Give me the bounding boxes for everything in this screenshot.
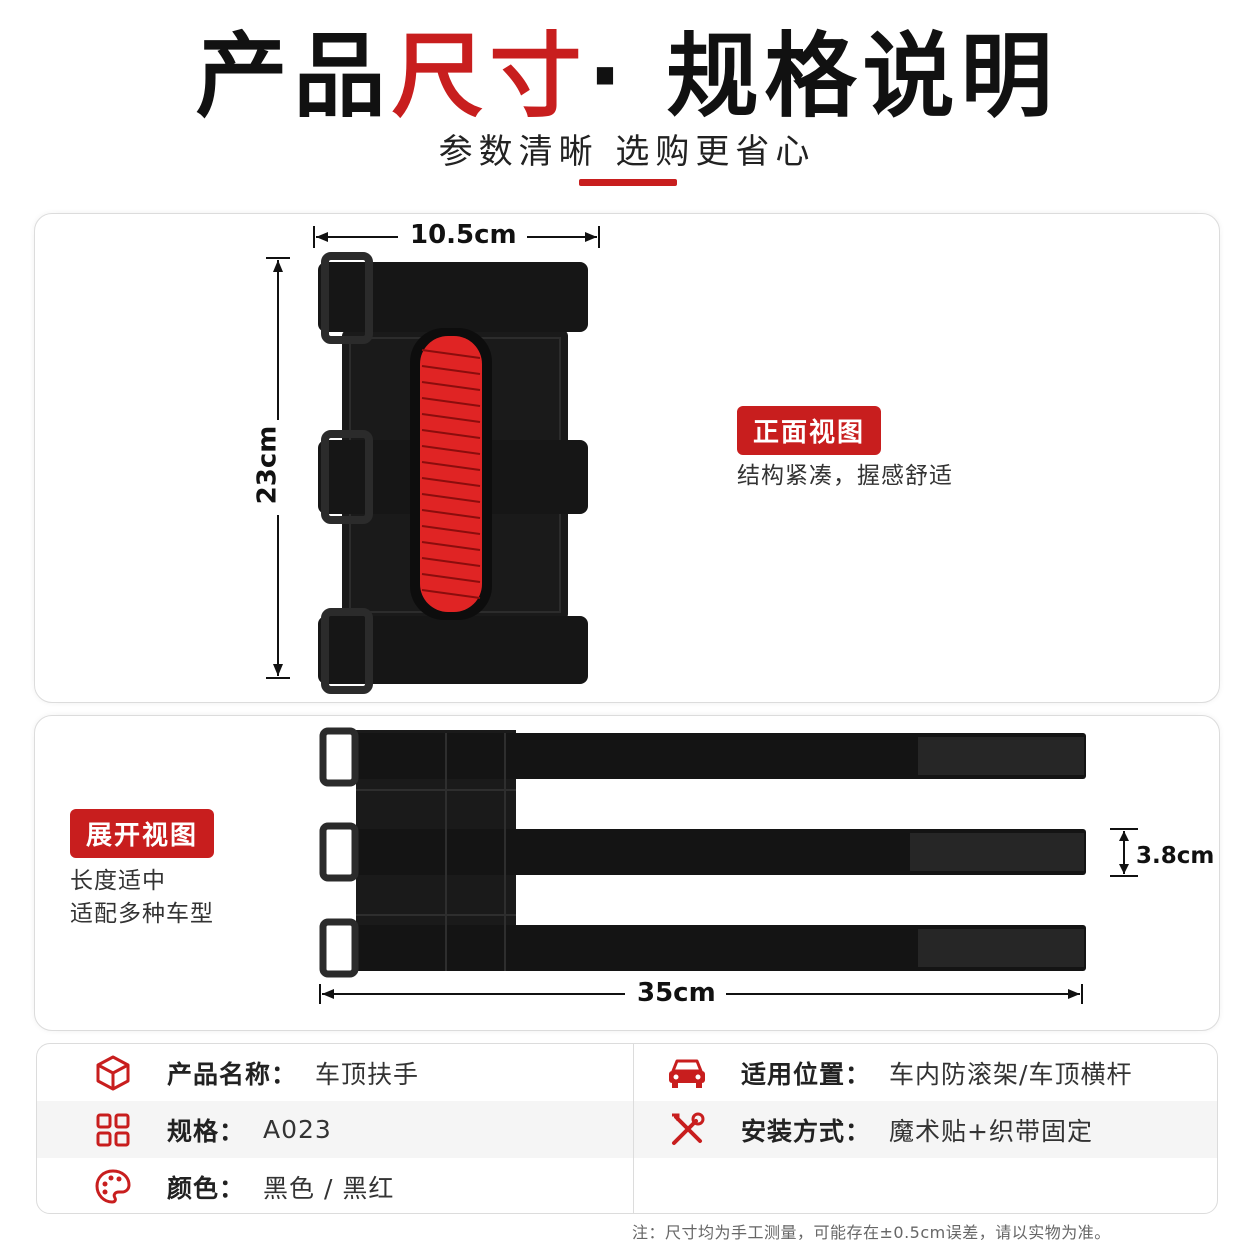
unfold-strap-3 <box>354 925 1086 971</box>
front-view-description: 结构紧凑，握感舒适 <box>737 463 953 489</box>
title-part3: · 规格说明 <box>587 23 1059 130</box>
unfold-buckle-2 <box>319 822 359 882</box>
title-underline <box>579 179 677 186</box>
buckle-middle <box>321 430 373 524</box>
unfold-view-description-line2: 适配多种车型 <box>70 901 214 927</box>
measurement-note: 注：尺寸均为手工测量，可能存在±0.5cm误差，请以实物为准。 <box>632 1223 1111 1242</box>
unfold-buckle-3 <box>319 918 359 978</box>
length-dimension-arrow <box>319 984 1083 1004</box>
unfold-view-tag: 展开视图 <box>70 809 215 858</box>
unfold-buckle-1 <box>319 727 359 787</box>
title-part2: 尺寸 <box>391 23 588 130</box>
width-dimension-label: 10.5cm <box>400 220 527 250</box>
width-dimension-arrow <box>313 226 600 248</box>
strap-width-dimension-label: 3.8cm <box>1136 843 1215 869</box>
front-strap-bottom <box>318 616 588 684</box>
spec-color: 颜色： 黑色 / 黑红 <box>93 1158 394 1213</box>
height-dimension-label: 23cm <box>252 425 283 505</box>
front-view-card <box>34 213 1220 703</box>
tools-icon <box>667 1110 707 1150</box>
spec-usage: 适用位置： 车内防滚架/车顶横杆 <box>667 1044 1132 1101</box>
car-icon <box>667 1053 707 1093</box>
grid-icon <box>93 1110 133 1150</box>
front-strap-top <box>318 262 588 332</box>
front-view-product-image <box>266 226 600 694</box>
unfold-strap-1 <box>354 733 1086 779</box>
buckle-bottom <box>321 608 373 694</box>
box-icon <box>93 1053 133 1093</box>
front-view-tag: 正面视图 <box>737 406 882 455</box>
unfold-view-product-image <box>319 727 1138 1004</box>
specs-row-2 <box>37 1101 1217 1158</box>
title-part1: 产品 <box>195 23 392 130</box>
unfold-strap-2 <box>354 829 1086 875</box>
specs-divider <box>633 1044 634 1213</box>
length-dimension-label: 35cm <box>627 978 726 1008</box>
palette-icon <box>93 1167 133 1207</box>
specs-table: 产品名称： 车顶扶手 适用位置： 车内防滚架/车顶横杆 规格： A023 安装方… <box>36 1043 1218 1214</box>
height-dimension-arrow <box>266 257 290 679</box>
spec-model: 规格： A023 <box>93 1101 332 1158</box>
page-subtitle: 参数清晰 选购更省心 <box>438 132 816 172</box>
unfold-view-description-line1: 长度适中 <box>70 868 166 894</box>
spec-product-name: 产品名称： 车顶扶手 <box>93 1044 419 1101</box>
buckle-top <box>321 252 373 344</box>
spec-install: 安装方式： 魔术贴+织带固定 <box>667 1101 1093 1158</box>
page-title: 产品尺寸· 规格说明 <box>0 22 1254 132</box>
